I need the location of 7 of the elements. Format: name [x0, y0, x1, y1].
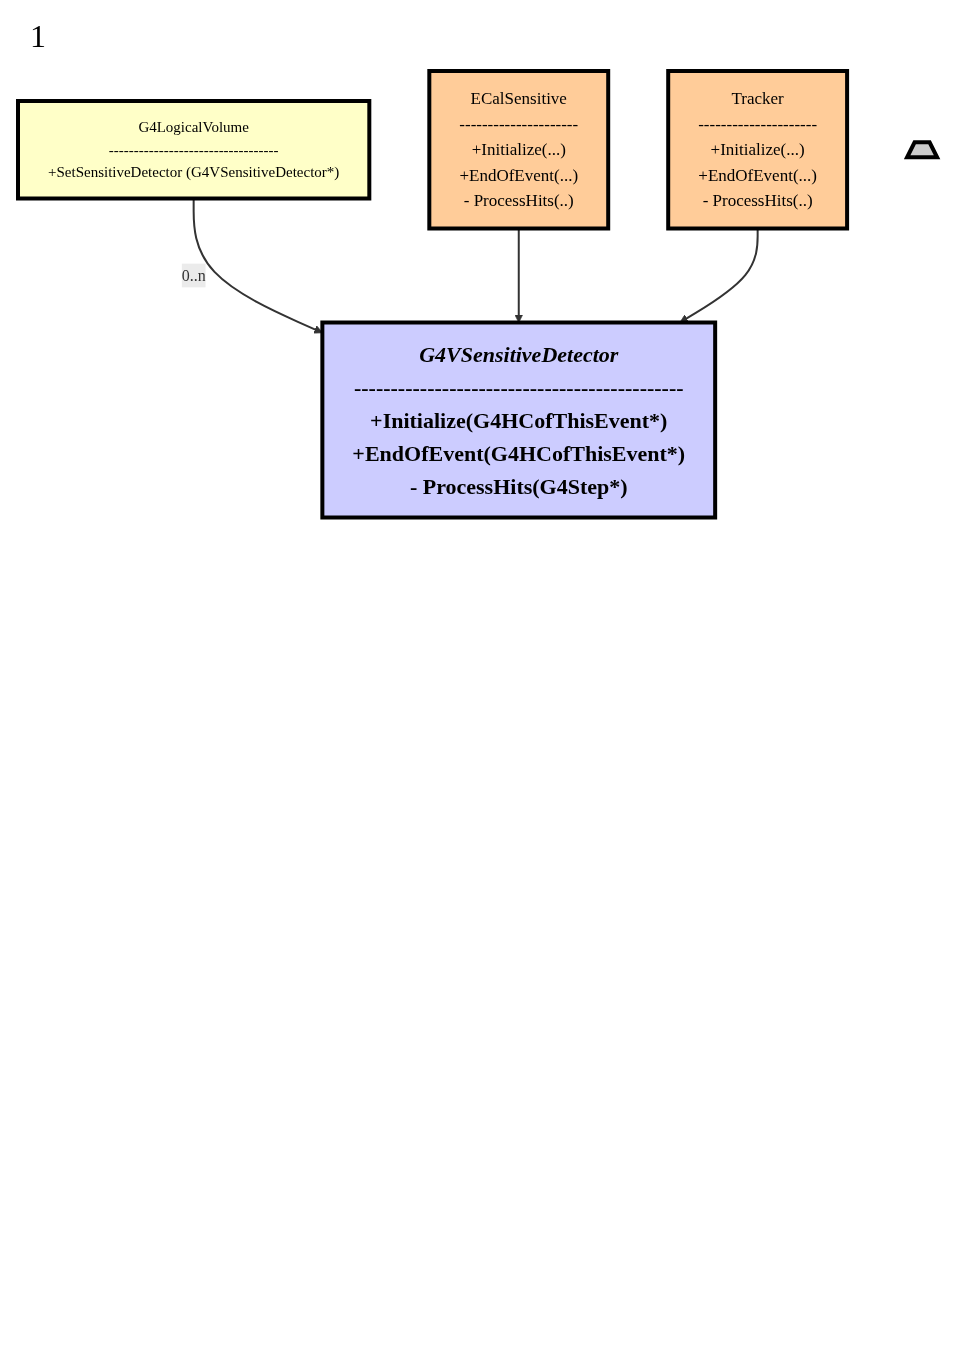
node-box: Tracker --------------------- +Initialize(...) +EndOfEvent(...) - ProcessHits(..): [666, 69, 850, 231]
multiplicity-label: 1: [30, 18, 46, 54]
node-box: G4LogicalVolume ---------------------------------- +SetSensitiveDetector (G4VSensitiveDetector*): [16, 99, 372, 201]
node-trapezoid: [903, 140, 941, 160]
edge-label: 0..n: [181, 266, 206, 284]
node-box: G4VSensitiveDetector --------------------------------------------- +Initialize(G4HCofThisEvent*) +EndOfEvent(G4HCofThisEvent*) - ProcessHits(G4Step*): [320, 320, 718, 520]
node-box: ECalSensitive --------------------- +Initialize(...) +EndOfEvent(...) - ProcessHits(..): [427, 69, 611, 231]
